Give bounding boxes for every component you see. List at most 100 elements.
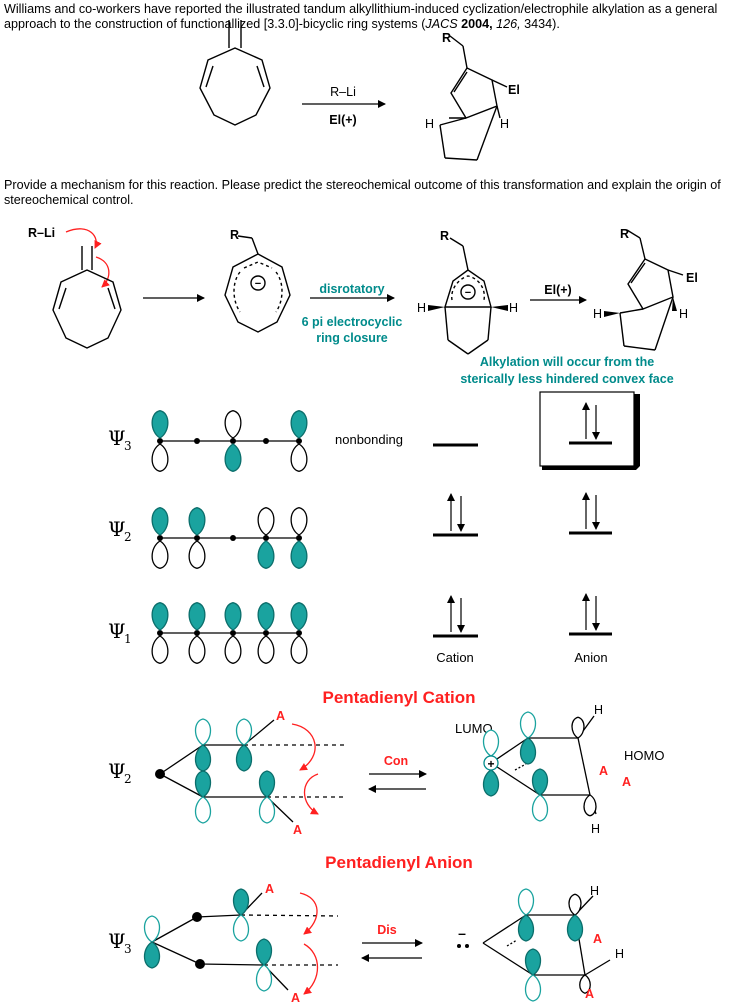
psi2-lobe-down — [257, 540, 275, 569]
psi1-lobe-down — [257, 635, 275, 664]
mech-negative-charge-2: − — [465, 287, 471, 299]
cation-cyc-lobe — [519, 737, 537, 765]
anion-cyc-lobe — [524, 948, 542, 976]
anion-A-1: A — [265, 882, 274, 896]
cation-lobe — [194, 718, 212, 746]
psi1-sub: 1 — [124, 632, 132, 646]
psi3-atom — [157, 438, 163, 444]
lone-pair-dot-2 — [465, 944, 469, 948]
psi2-symbol: Ψ — [108, 517, 126, 541]
cation-framework — [159, 719, 344, 823]
mo-diagrams — [151, 410, 308, 664]
anion-A-3: A — [593, 932, 602, 946]
psi3-atom — [296, 438, 302, 444]
psi1-atom — [157, 630, 163, 636]
cation-lobe — [258, 770, 276, 798]
journal-name: JACS — [425, 17, 458, 31]
psi2-lobe-down — [290, 540, 308, 569]
anion-rotation-arrow-2 — [303, 943, 318, 995]
mech-R-2: R — [440, 229, 449, 243]
psi1-atom — [194, 630, 200, 636]
mech-cyclooctatriene — [52, 246, 122, 349]
mech-H-right: H — [509, 301, 518, 315]
psi2-lobe-down — [151, 540, 169, 569]
anion-lobe — [255, 964, 273, 992]
anion-H-2: H — [615, 947, 624, 961]
step-sub-1: 6 pi electrocyclic — [302, 315, 403, 329]
step-label-disrotatory: disrotatory — [319, 282, 384, 296]
anion-cyclized-lobes — [517, 888, 591, 1002]
psi1-lobe-down — [224, 635, 242, 664]
psi2-atom — [296, 535, 302, 541]
psi1-lobe-up — [290, 602, 308, 631]
psi1-lobe-down — [188, 635, 206, 664]
psi2-atom — [263, 535, 269, 541]
cation-lobe — [235, 744, 253, 772]
journal-year: 2004, — [461, 17, 493, 31]
psi3-atom — [194, 438, 200, 444]
mech-R-1: R — [230, 228, 239, 242]
psi3-sub: 3 — [124, 439, 132, 453]
anion-A-4: A — [585, 987, 594, 1001]
cation-psi-symbol: Ψ — [108, 759, 126, 783]
cation-cyc-lobe — [583, 794, 597, 817]
mech-H3-right: H — [679, 307, 688, 321]
cation-cyc-lobe — [482, 729, 500, 757]
cation-A-4: A — [622, 775, 631, 789]
anion-dot-2 — [195, 959, 205, 969]
psi2-sub: 2 — [124, 530, 132, 544]
cation-cyclized-lobes — [482, 711, 597, 822]
psi2-atom — [230, 535, 236, 541]
curly-arrow-2 — [95, 256, 110, 288]
mech-rli: R–Li — [28, 226, 55, 240]
psi1-lobe-down — [290, 635, 308, 664]
psi2-lobe-up — [188, 507, 206, 536]
cation-C-label-1: R — [572, 733, 581, 747]
cation-lobe — [194, 796, 212, 824]
cation-H-1: H — [594, 703, 603, 717]
anion-cyc-lobe — [524, 974, 542, 1002]
label-nonbonding: nonbonding — [335, 432, 403, 447]
anion-orbital-lobes — [143, 888, 273, 992]
note-line-2: sterically less hindered convex face — [460, 372, 673, 386]
journal-page: 3434). — [524, 17, 560, 31]
psi2-lobe-up — [257, 507, 275, 536]
psi3-atom — [230, 438, 236, 444]
reagent-electrophile: El(+) — [329, 113, 356, 127]
psi3-lobe-down — [151, 443, 169, 472]
product-El: El — [508, 83, 520, 97]
psi2-lobe-down — [188, 540, 206, 569]
wedge-right-2 — [672, 297, 677, 311]
cation-orbital-lobes — [194, 718, 276, 824]
anion-lobe — [143, 915, 161, 943]
starting-material-cyclooctatriene — [199, 20, 271, 126]
journal-volume: 126, — [496, 17, 521, 31]
label-anion: Anion — [574, 650, 607, 665]
anion-cyc-lobe — [517, 888, 535, 916]
cation-A-1: A — [276, 709, 285, 723]
psi2-lobe-up — [151, 507, 169, 536]
psi3-lobe-up — [290, 410, 308, 439]
cation-cyc-lobe — [531, 794, 549, 822]
wedge-right — [491, 305, 508, 311]
psi1-lobe-up — [224, 602, 242, 631]
psi1-atom — [296, 630, 302, 636]
anion-H-1: H — [590, 884, 599, 898]
anion-lobe — [143, 941, 161, 969]
anion-psi-symbol: Ψ — [108, 929, 126, 953]
anion-cyc-lobe — [517, 914, 535, 942]
wedge-left-2 — [604, 311, 620, 317]
cation-arrow-label: Con — [384, 754, 408, 768]
anion-title: Pentadienyl Anion — [325, 853, 473, 872]
cation-lobe — [235, 718, 253, 746]
psi3-lobe-up — [224, 410, 242, 439]
wedge-left — [428, 305, 445, 311]
curly-arrow-1 — [65, 228, 102, 249]
product-R: R — [442, 31, 451, 45]
mech-negative-charge: − — [255, 278, 261, 290]
cation-A-2: A — [293, 823, 302, 837]
step-sub-2: ring closure — [316, 331, 388, 345]
cation-cyc-lobe — [519, 711, 537, 739]
anion-arrow-label: Dis — [377, 923, 397, 937]
psi3-lobe-down — [224, 443, 242, 472]
